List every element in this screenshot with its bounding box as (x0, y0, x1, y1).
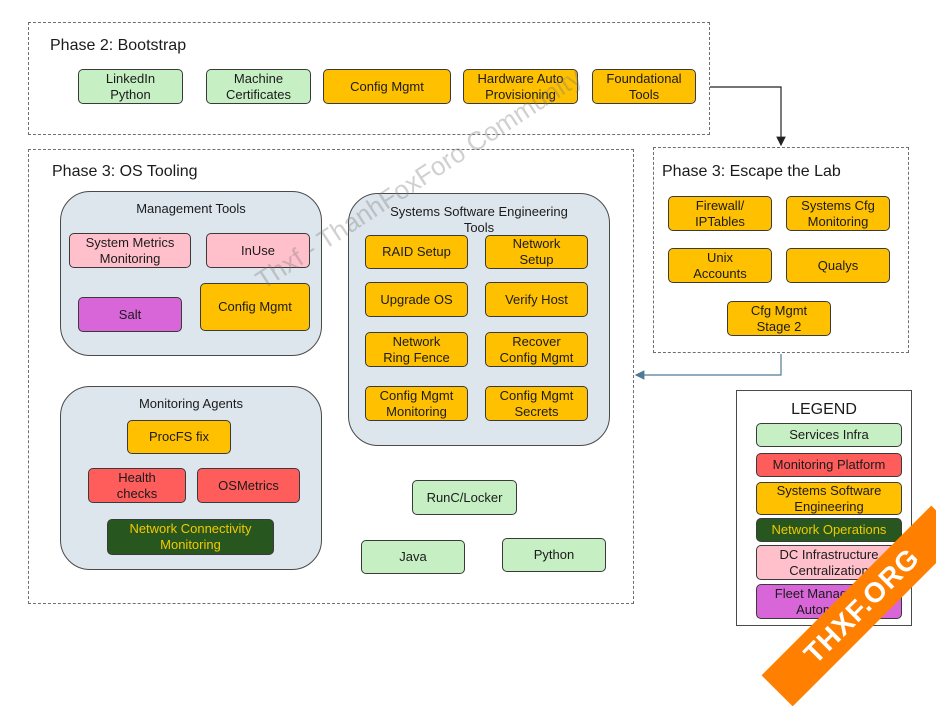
node-cfg-mgmt-stage-2[interactable]: Cfg Mgmt Stage 2 (727, 301, 831, 336)
node-qualys[interactable]: Qualys (786, 248, 890, 283)
node-raid-setup[interactable]: RAID Setup (365, 235, 468, 269)
management-tools-title: Management Tools (136, 201, 246, 216)
node-health-checks[interactable]: Health checks (88, 468, 186, 503)
node-python[interactable]: Python (502, 538, 606, 572)
node-system-metrics-monitoring[interactable]: System Metrics Monitoring (69, 233, 191, 268)
phase3-lab-title: Phase 3: Escape the Lab (662, 163, 841, 180)
node-recover-config-mgmt[interactable]: Recover Config Mgmt (485, 332, 588, 367)
phase3-os-title: Phase 3: OS Tooling (52, 163, 198, 180)
node-network-setup[interactable]: Network Setup (485, 235, 588, 269)
node-systems-cfg-monitoring[interactable]: Systems Cfg Monitoring (786, 196, 890, 231)
node-foundational-tools[interactable]: Foundational Tools (592, 69, 696, 104)
node-config-mgmt-secrets[interactable]: Config Mgmt Secrets (485, 386, 588, 421)
node-network-ring-fence[interactable]: Network Ring Fence (365, 332, 468, 367)
node-runc-locker[interactable]: RunC/Locker (412, 480, 517, 515)
sse-tools-title: Systems Software Engineering Tools (390, 204, 568, 235)
node-linkedin-python[interactable]: LinkedIn Python (78, 69, 183, 104)
node-config-mgmt-monitoring[interactable]: Config Mgmt Monitoring (365, 386, 468, 421)
node-osmetrics[interactable]: OSMetrics (197, 468, 300, 503)
node-firewall-iptables[interactable]: Firewall/ IPTables (668, 196, 772, 231)
node-config-mgmt-phase2[interactable]: Config Mgmt (323, 69, 451, 104)
monitoring-agents-title: Monitoring Agents (138, 396, 244, 411)
legend-title: LEGEND (791, 401, 857, 418)
node-hardware-auto-provisioning[interactable]: Hardware Auto Provisioning (463, 69, 578, 104)
node-config-mgmt-os[interactable]: Config Mgmt (200, 283, 310, 331)
node-inuse[interactable]: InUse (206, 233, 310, 268)
node-upgrade-os[interactable]: Upgrade OS (365, 282, 468, 317)
node-verify-host[interactable]: Verify Host (485, 282, 588, 317)
arrow-phase2-to-lab (710, 86, 786, 147)
legend-item-network-operations: Network Operations (756, 518, 902, 542)
legend-item-monitoring-platform: Monitoring Platform (756, 453, 902, 477)
node-unix-accounts[interactable]: Unix Accounts (668, 248, 772, 283)
node-machine-certificates[interactable]: Machine Certificates (206, 69, 311, 104)
arrow-lab-to-os (634, 354, 782, 380)
node-procfs-fix[interactable]: ProcFS fix (127, 420, 231, 454)
node-network-connectivity-monitoring[interactable]: Network Connectivity Monitoring (107, 519, 274, 555)
legend-item-systems-software-engineering: Systems Software Engineering (756, 482, 902, 515)
node-java[interactable]: Java (361, 540, 465, 574)
phase2-title: Phase 2: Bootstrap (50, 37, 187, 54)
node-salt[interactable]: Salt (78, 297, 182, 332)
legend-item-services-infra: Services Infra (756, 423, 902, 447)
